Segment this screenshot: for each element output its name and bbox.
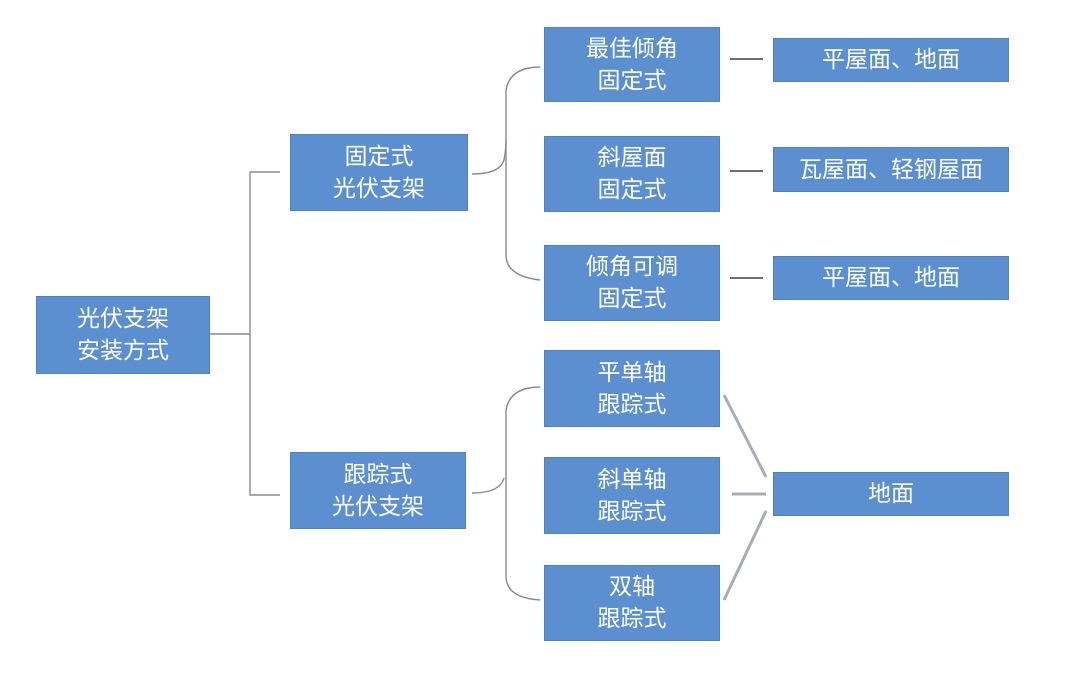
application-label: 地面 bbox=[868, 481, 914, 507]
type-line2: 固定式 bbox=[597, 67, 667, 94]
tracking-application-connectors bbox=[722, 394, 768, 601]
fixed-type-node: 最佳倾角 固定式 bbox=[544, 27, 720, 102]
fixed-type-node: 斜屋面 固定式 bbox=[544, 136, 720, 212]
tracking-line2: 光伏支架 bbox=[332, 493, 424, 520]
type-line2: 跟踪式 bbox=[597, 391, 667, 418]
application-label: 瓦屋面、轻钢屋面 bbox=[799, 156, 983, 183]
type-line1: 双轴 bbox=[609, 574, 655, 600]
tracking-type-node: 斜单轴 跟踪式 bbox=[544, 457, 720, 534]
fixed-mount-node: 固定式 光伏支架 bbox=[290, 134, 468, 211]
tracking-type-node: 平单轴 跟踪式 bbox=[544, 350, 720, 427]
type-line2: 固定式 bbox=[597, 286, 667, 312]
application-node: 瓦屋面、轻钢屋面 bbox=[773, 147, 1009, 192]
type-line1: 最佳倾角 bbox=[586, 35, 678, 62]
type-line1: 斜屋面 bbox=[597, 145, 667, 171]
tracking-mount-node: 跟踪式 光伏支架 bbox=[290, 452, 466, 529]
type-line1: 平单轴 bbox=[597, 359, 667, 386]
root-bracket bbox=[210, 171, 280, 496]
fixed-bracket bbox=[471, 66, 541, 281]
fixed-line1: 固定式 bbox=[344, 143, 414, 170]
application-label: 平屋面、地面 bbox=[822, 47, 960, 73]
type-line1: 倾角可调 bbox=[586, 254, 678, 280]
tracking-type-node: 双轴 跟踪式 bbox=[544, 565, 720, 641]
root-node: 光伏支架 安装方式 bbox=[36, 296, 210, 374]
application-node: 平屋面、地面 bbox=[773, 256, 1009, 300]
root-line1: 光伏支架 bbox=[77, 306, 169, 332]
fixed-type-node: 倾角可调 固定式 bbox=[544, 245, 720, 321]
type-line1: 斜单轴 bbox=[597, 466, 667, 493]
root-line2: 安装方式 bbox=[77, 338, 169, 364]
application-label: 平屋面、地面 bbox=[822, 265, 960, 291]
fixed-application-connectors bbox=[730, 58, 763, 279]
fixed-line2: 光伏支架 bbox=[333, 175, 425, 202]
type-line2: 跟踪式 bbox=[597, 606, 667, 632]
application-node: 平屋面、地面 bbox=[773, 38, 1009, 82]
tracking-line1: 跟踪式 bbox=[343, 461, 413, 488]
tracking-bracket bbox=[471, 386, 541, 601]
application-node: 地面 bbox=[773, 472, 1009, 516]
type-line2: 跟踪式 bbox=[597, 498, 667, 525]
type-line2: 固定式 bbox=[597, 177, 667, 203]
